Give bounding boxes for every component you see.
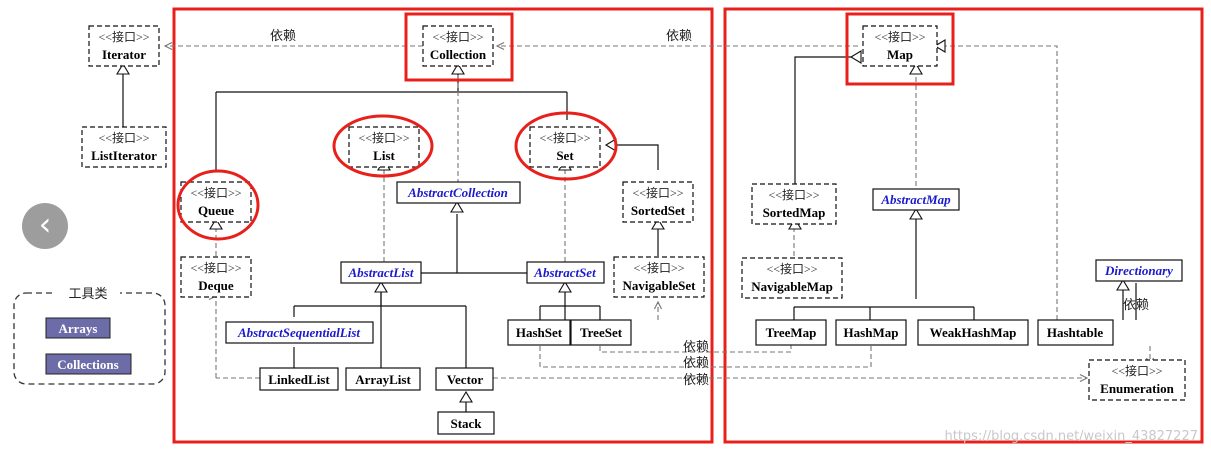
svg-text:Map: Map: [887, 47, 913, 62]
dependency-label-treemap: 依赖: [683, 340, 709, 355]
linked-list-class: LinkedList: [259, 367, 339, 391]
directionary-class: Directionary: [1095, 259, 1183, 282]
svg-text:Enumeration: Enumeration: [1100, 381, 1174, 396]
dependency-label-iterator: 依赖: [270, 29, 296, 44]
tools-title: 工具类: [68, 287, 107, 302]
svg-text:<<接口>>: <<接口>>: [190, 185, 241, 200]
svg-text:TreeSet: TreeSet: [580, 325, 623, 340]
abstract-map-class: AbstractMap: [872, 188, 960, 211]
svg-text:HashSet: HashSet: [516, 325, 563, 340]
abstract-set-class: AbstractSet: [526, 261, 605, 284]
svg-text:NavigableMap: NavigableMap: [751, 279, 833, 294]
svg-text:Deque: Deque: [198, 278, 234, 293]
list-highlight: [332, 114, 434, 178]
svg-text:<<接口>>: <<接口>>: [766, 261, 817, 276]
svg-text:<<接口>>: <<接口>>: [632, 185, 683, 200]
svg-text:Set: Set: [556, 148, 574, 163]
svg-text:SortedSet: SortedSet: [631, 203, 686, 218]
queue-highlight: [176, 169, 260, 241]
watermark: https://blog.csdn.net/weixin_43827227: [944, 429, 1198, 444]
list-iterator-interface: <<接口>> ListIterator: [81, 126, 167, 168]
arrays-tool: Arrays: [59, 321, 98, 336]
hash-map-class: HashMap: [835, 319, 907, 346]
map-group-frame: [723, 7, 1204, 444]
set-interface: <<接口>> Set: [529, 126, 601, 168]
tools-group: 工具类 Arrays Collections: [13, 285, 166, 385]
hash-set-class: HashSet: [507, 319, 571, 346]
svg-text:<<接口>>: <<接口>>: [1111, 363, 1162, 378]
abstract-collection-class: AbstractCollection: [396, 181, 521, 204]
svg-text:SortedMap: SortedMap: [763, 205, 826, 220]
sorted-set-interface: <<接口>> SortedSet: [622, 181, 694, 223]
svg-text:AbstractSet: AbstractSet: [533, 265, 596, 280]
abstract-sequential-list-class: AbstractSequentialList: [225, 321, 374, 344]
enumeration-interface: <<接口>> Enumeration: [1088, 359, 1186, 401]
svg-text:Stack: Stack: [450, 416, 482, 431]
svg-text:<<接口>>: <<接口>>: [874, 29, 925, 44]
dependency-label-map: 依赖: [666, 29, 692, 44]
svg-text:AbstractCollection: AbstractCollection: [407, 185, 508, 200]
svg-text:<<接口>>: <<接口>>: [539, 130, 590, 145]
dependency-label-hashmap: 依赖: [683, 356, 709, 371]
back-button[interactable]: ‹: [22, 203, 68, 249]
svg-text:Iterator: Iterator: [102, 47, 146, 62]
array-list-class: ArrayList: [345, 367, 421, 391]
svg-text:LinkedList: LinkedList: [268, 372, 330, 387]
collection-interface: <<接口>> Collection: [422, 25, 494, 67]
inheritance-lines: [122, 56, 1137, 412]
inheritance-arrowheads: [116, 39, 1130, 403]
tree-map-class: TreeMap: [755, 319, 827, 346]
iterator-interface: <<接口>> Iterator: [88, 25, 160, 67]
svg-text:ArrayList: ArrayList: [355, 372, 411, 387]
hashtable-class: Hashtable: [1037, 319, 1114, 346]
queue-interface: <<接口>> Queue: [180, 181, 252, 223]
abstract-list-class: AbstractList: [340, 261, 422, 284]
dependency-label-enumeration: 依赖: [1123, 298, 1149, 313]
dependency-label-vector: 依赖: [683, 373, 709, 388]
svg-text:NavigableSet: NavigableSet: [623, 278, 697, 293]
navigable-map-interface: <<接口>> NavigableMap: [741, 257, 843, 299]
svg-text:AbstractList: AbstractList: [347, 265, 413, 280]
svg-text:HashMap: HashMap: [844, 325, 899, 340]
vector-class: Vector: [435, 367, 494, 391]
svg-text:List: List: [373, 148, 395, 163]
map-highlight: [845, 12, 955, 86]
svg-text:Queue: Queue: [198, 203, 234, 218]
svg-text:Vector: Vector: [447, 372, 484, 387]
svg-text:TreeMap: TreeMap: [766, 325, 817, 340]
svg-text:ListIterator: ListIterator: [91, 148, 157, 163]
svg-text:<<接口>>: <<接口>>: [190, 260, 241, 275]
svg-text:Collection: Collection: [430, 47, 487, 62]
map-interface: <<接口>> Map: [862, 25, 938, 67]
deque-interface: <<接口>> Deque: [180, 256, 252, 298]
stack-class: Stack: [437, 411, 495, 435]
collection-highlight: [404, 12, 514, 82]
set-highlight: [514, 111, 618, 181]
collection-group-frame: [172, 7, 714, 444]
svg-text:<<接口>>: <<接口>>: [768, 187, 819, 202]
svg-text:<<接口>>: <<接口>>: [98, 130, 149, 145]
svg-text:WeakHashMap: WeakHashMap: [930, 325, 1017, 340]
sorted-map-interface: <<接口>> SortedMap: [751, 183, 837, 225]
svg-text:<<接口>>: <<接口>>: [432, 29, 483, 44]
navigable-set-interface: <<接口>> NavigableSet: [613, 256, 705, 298]
list-interface: <<接口>> List: [348, 126, 420, 168]
svg-text:AbstractSequentialList: AbstractSequentialList: [237, 325, 360, 340]
dashed-lines: [165, 46, 1150, 378]
weak-hash-map-class: WeakHashMap: [917, 319, 1029, 346]
svg-text:<<接口>>: <<接口>>: [98, 29, 149, 44]
svg-text:Directionary: Directionary: [1104, 263, 1173, 278]
tree-set-class: TreeSet: [570, 319, 632, 346]
chevron-left-icon: ‹: [38, 205, 52, 243]
svg-text:<<接口>>: <<接口>>: [358, 130, 409, 145]
svg-text:<<接口>>: <<接口>>: [633, 260, 684, 275]
collections-tool: Collections: [57, 357, 118, 372]
svg-text:Hashtable: Hashtable: [1047, 325, 1104, 340]
svg-text:AbstractMap: AbstractMap: [880, 192, 951, 207]
